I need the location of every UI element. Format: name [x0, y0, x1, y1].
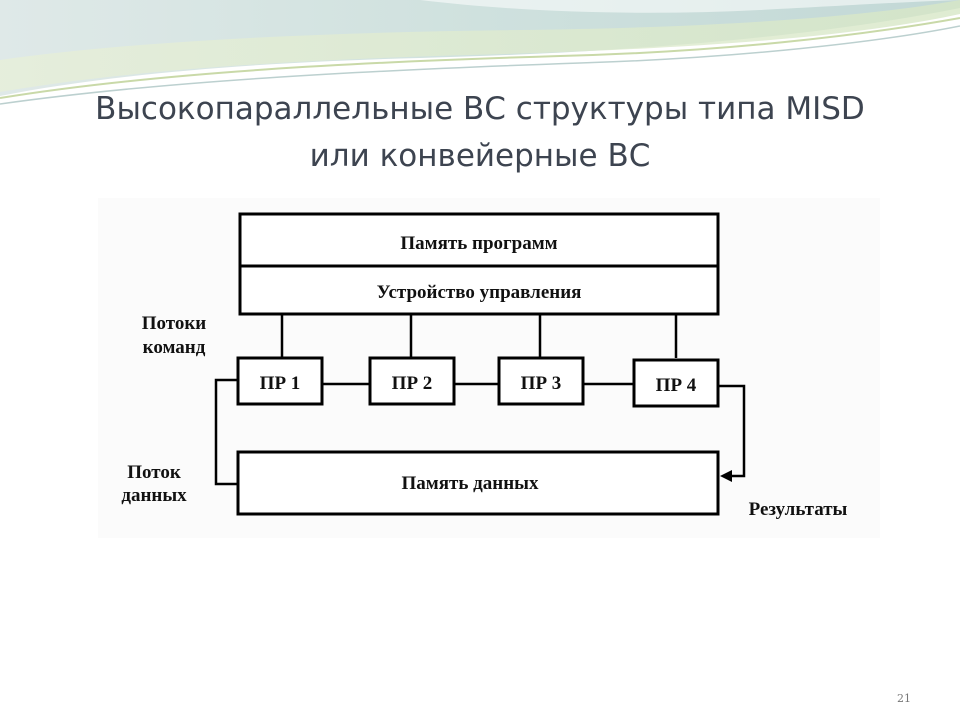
processor-1-block: [236, 356, 324, 406]
processor-2-label: ПР 2: [392, 373, 433, 394]
command-streams-label-line-2: команд: [143, 337, 206, 358]
processor-4-label: ПР 4: [656, 375, 697, 396]
data-stream-label-line-2: данных: [121, 485, 187, 506]
slide-title-line-2: или конвейерные ВС: [309, 138, 651, 174]
processor-2-block: [368, 356, 456, 406]
control-unit-label: Устройство управления: [377, 282, 582, 303]
results-line: [718, 384, 746, 478]
background-wave-decoration: [0, 0, 960, 105]
command-streams-label-line-1: Потоки: [142, 313, 207, 334]
control-unit-block: [238, 264, 720, 316]
processor-1-label: ПР 1: [260, 373, 301, 394]
slide-title: Высокопараллельные ВС структуры типа MIS…: [40, 86, 920, 180]
misd-diagram: Память программ Устройство управления ПР…: [98, 198, 880, 538]
data-memory-label: Память данных: [402, 473, 539, 494]
results-label: Результаты: [749, 499, 848, 520]
results-arrow-icon: [720, 470, 732, 482]
data-memory-block: [236, 450, 720, 516]
data-stream-label-line-1: Поток: [127, 462, 181, 483]
program-memory-block: [238, 212, 720, 268]
page-number: 21: [897, 692, 911, 705]
processor-3-block: [497, 356, 585, 406]
processor-3-label: ПР 3: [521, 373, 562, 394]
program-memory-label: Память программ: [400, 233, 557, 254]
data-stream-line: [214, 378, 238, 486]
slide-title-line-1: Высокопараллельные ВС структуры типа MIS…: [95, 91, 865, 127]
